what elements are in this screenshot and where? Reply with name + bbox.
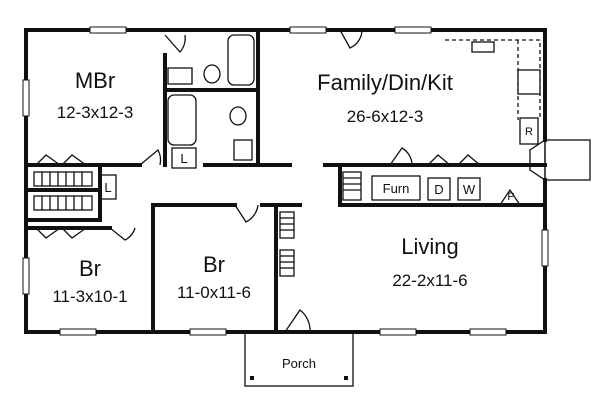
porch-outline (244, 331, 354, 387)
windows (22, 26, 549, 336)
living-name: Living (401, 234, 458, 259)
kitchen-sink (471, 41, 495, 53)
furnace-label: Furn (383, 181, 410, 196)
master-toilet (203, 64, 221, 84)
family-name: Family/Din/Kit (317, 70, 453, 95)
mbr-name: MBr (75, 68, 115, 93)
washer-box (457, 177, 481, 201)
hall-toilet (229, 106, 247, 126)
washer-label: W (463, 182, 476, 197)
br-mid-dims: 11-0x11-6 (177, 283, 251, 302)
family-dims: 26-6x12-3 (347, 107, 424, 126)
linen-left-label: L (104, 180, 111, 195)
kitchen-fixtures (445, 39, 541, 145)
cooktop (517, 69, 541, 95)
closet-shelving (33, 171, 362, 277)
furnace-box (371, 175, 421, 201)
hall-tub (167, 94, 197, 146)
bath-fixtures (167, 34, 255, 161)
dryer-box (427, 177, 451, 201)
rear-stoop (544, 139, 591, 181)
linen-bath-box (171, 147, 197, 169)
mbr-dims: 12-3x12-3 (57, 103, 134, 122)
refrigerator (519, 117, 539, 145)
br-mid-name: Br (203, 252, 225, 277)
master-sink (167, 67, 193, 85)
living-dims: 22-2x11-6 (392, 271, 467, 290)
dryer-label: D (434, 182, 443, 197)
linen-left-box (99, 174, 117, 200)
master-tub (227, 34, 255, 86)
br-left-name: Br (79, 256, 101, 281)
linen-bath-label: L (180, 151, 187, 166)
hall-sink (233, 139, 253, 161)
porch-label: Porch (282, 356, 316, 371)
refrigerator-label: R (525, 126, 533, 138)
br-left-dims: 11-3x10-1 (52, 287, 127, 306)
door-swings (35, 29, 521, 333)
pantry-label: P (507, 191, 514, 203)
